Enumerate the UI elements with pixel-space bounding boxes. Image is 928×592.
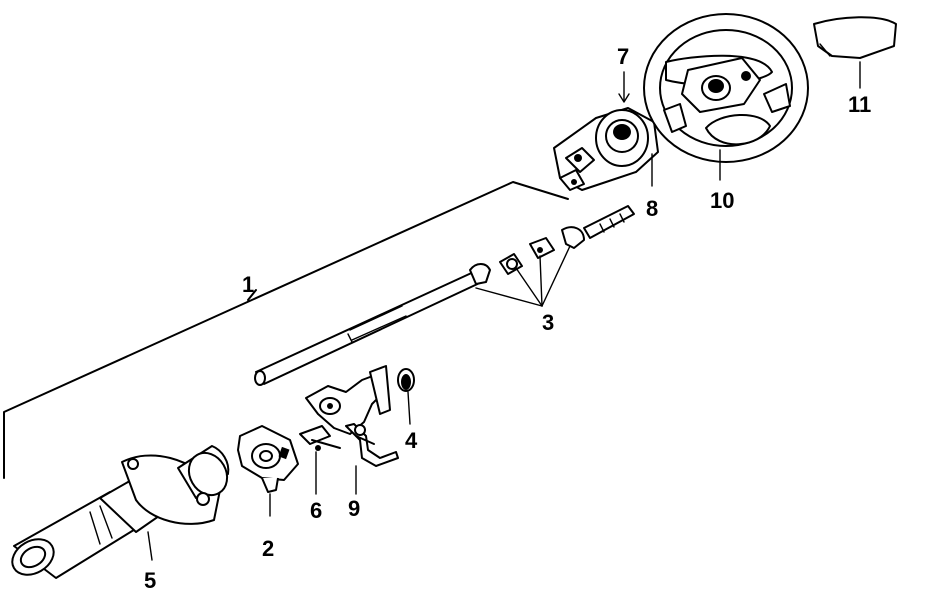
part-10-steering-wheel	[643, 13, 809, 181]
part-4-grommet	[397, 368, 415, 425]
part-2-lock-housing	[237, 425, 299, 517]
label-part-11: 11	[848, 92, 871, 117]
part-3-steering-shaft	[254, 205, 635, 386]
part-5-column-housing	[11, 445, 230, 579]
part-1-bracket	[3, 181, 569, 479]
label-part-1: 1	[242, 272, 254, 297]
label-part-2: 2	[262, 536, 274, 561]
part-6-switch-pin	[299, 425, 341, 495]
label-part-10: 10	[710, 188, 734, 213]
label-part-8: 8	[646, 196, 658, 221]
label-part-4: 4	[405, 428, 418, 453]
label-part-7: 7	[617, 44, 629, 69]
part-7-8-switch-module	[553, 71, 659, 191]
part-9-bracket-assembly	[305, 365, 399, 495]
part-11-horn-pad	[813, 16, 897, 89]
label-part-3: 3	[542, 310, 554, 335]
label-part-6: 6	[310, 498, 322, 523]
label-part-9: 9	[348, 496, 360, 521]
label-part-5: 5	[144, 568, 156, 592]
